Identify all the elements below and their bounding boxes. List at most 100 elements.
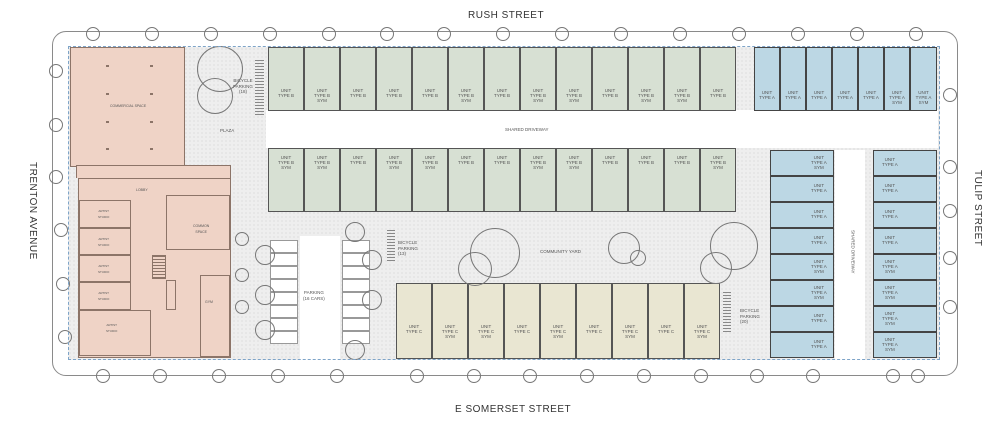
gym-label: GYM — [205, 300, 213, 304]
street-tree-icon — [212, 369, 226, 383]
unit-type-a: UNIT TYPE A SYM — [873, 332, 937, 358]
unit-type-b: UNIT TYPE B — [376, 47, 412, 111]
street-tree-icon — [580, 369, 594, 383]
artist-studio: ARTIST STUDIO — [79, 200, 131, 228]
unit-type-a: UNIT TYPE A SYM — [873, 280, 937, 306]
unit-type-a: UNIT TYPE A — [858, 47, 884, 111]
shared-driveway-main-label: SHARED DRIVEWAY — [505, 127, 549, 132]
unit-type-b: UNIT TYPE B — [484, 47, 520, 111]
commercial-space-label: COMMERCIAL SPACE — [110, 104, 147, 108]
street-tree-icon — [49, 170, 63, 184]
street-tree-icon — [271, 369, 285, 383]
street-label-west: TRENTON AVENUE — [27, 162, 38, 260]
commercial-building-upper — [70, 47, 185, 167]
street-tree-icon — [54, 223, 68, 237]
tree-icon — [608, 232, 640, 264]
tree-icon — [345, 222, 365, 242]
unit-type-a: UNIT TYPE A — [770, 306, 834, 332]
unit-type-b: UNIT TYPE B SYM — [556, 47, 592, 111]
unit-type-a: UNIT TYPE A — [806, 47, 832, 111]
tree-icon — [255, 285, 275, 305]
street-tree-icon — [523, 369, 537, 383]
bicycle-rack-east — [723, 292, 731, 332]
unit-type-c: UNIT TYPE C — [576, 283, 612, 359]
unit-type-a: UNIT TYPE A SYM — [770, 150, 834, 176]
tree-icon — [197, 78, 233, 114]
unit-type-b: UNIT TYPE B SYM — [268, 148, 304, 212]
unit-type-c: UNIT TYPE C SYM — [468, 283, 504, 359]
unit-type-b: UNIT TYPE B SYM — [376, 148, 412, 212]
street-tree-icon — [732, 27, 746, 41]
street-tree-icon — [96, 369, 110, 383]
street-tree-icon — [204, 27, 218, 41]
unit-type-a: UNIT TYPE A — [770, 228, 834, 254]
street-tree-icon — [614, 27, 628, 41]
tree-icon — [700, 252, 732, 284]
street-tree-icon — [56, 277, 70, 291]
unit-type-c: UNIT TYPE C — [504, 283, 540, 359]
bicycle-parking-east-label: BICYCLE PARKING (20) — [740, 308, 760, 324]
unit-type-a: UNIT TYPE A — [754, 47, 780, 111]
tree-icon — [458, 252, 492, 286]
unit-type-b: UNIT TYPE B — [340, 47, 376, 111]
parking-label: PARKING (16 CARS) — [303, 290, 325, 301]
street-tree-icon — [911, 369, 925, 383]
street-tree-icon — [943, 300, 957, 314]
unit-type-a: UNIT TYPE A — [780, 47, 806, 111]
unit-type-b: UNIT TYPE B SYM — [520, 47, 556, 111]
lobby-label: LOBBY — [136, 188, 148, 192]
street-tree-icon — [943, 88, 957, 102]
street-tree-icon — [496, 27, 510, 41]
unit-type-b: UNIT TYPE B — [592, 148, 628, 212]
unit-type-b: UNIT TYPE B — [592, 47, 628, 111]
street-tree-icon — [673, 27, 687, 41]
property-line — [68, 46, 940, 360]
street-tree-icon — [410, 369, 424, 383]
street-tree-icon — [791, 27, 805, 41]
unit-type-b: UNIT TYPE B — [412, 47, 448, 111]
street-tree-icon — [49, 64, 63, 78]
unit-type-a: UNIT TYPE A SYM — [770, 254, 834, 280]
street-tree-icon — [467, 369, 481, 383]
unit-type-b: UNIT TYPE B — [700, 47, 736, 111]
street-tree-icon — [145, 27, 159, 41]
bicycle-parking-yard-label: BICYCLE PARKING (13) — [398, 240, 418, 256]
street-tree-icon — [750, 369, 764, 383]
unit-type-a: UNIT TYPE A — [873, 150, 937, 176]
unit-type-a: UNIT TYPE A — [770, 176, 834, 202]
street-label-north: RUSH STREET — [468, 10, 545, 21]
street-tree-icon — [886, 369, 900, 383]
tree-icon — [362, 290, 382, 310]
street-tree-icon — [86, 27, 100, 41]
gym-room — [200, 275, 230, 357]
unit-type-a: UNIT TYPE A SYM — [873, 306, 937, 332]
shared-driveway-main — [266, 110, 938, 148]
unit-type-a: UNIT TYPE A — [770, 332, 834, 358]
parking-drive-lane — [300, 236, 340, 361]
street-tree-icon — [806, 369, 820, 383]
unit-type-c: UNIT TYPE C SYM — [540, 283, 576, 359]
tree-icon — [235, 232, 249, 246]
street-tree-icon — [49, 118, 63, 132]
street-label-east: TULIP STREET — [972, 170, 983, 247]
common-space-label: COMMON SPACE — [193, 224, 210, 234]
shared-driveway-east-label: SHARED DRIVEWAY — [850, 230, 856, 274]
tree-icon — [710, 222, 758, 270]
tree-icon — [235, 300, 249, 314]
unit-type-b: UNIT TYPE B SYM — [304, 148, 340, 212]
street-tree-icon — [555, 27, 569, 41]
street-tree-icon — [850, 27, 864, 41]
unit-type-c: UNIT TYPE C — [648, 283, 684, 359]
artist-studio: ARTIST STUDIO — [79, 310, 151, 356]
unit-type-b: UNIT TYPE B SYM — [556, 148, 592, 212]
stair-core — [152, 255, 166, 279]
unit-type-b: UNIT TYPE B — [340, 148, 376, 212]
community-yard-label: COMMUNITY YARD — [540, 249, 582, 254]
unit-type-a: UNIT TYPE A — [832, 47, 858, 111]
commercial-building-lower — [76, 165, 231, 178]
unit-type-b: UNIT TYPE B SYM — [700, 148, 736, 212]
unit-type-b: UNIT TYPE B SYM — [412, 148, 448, 212]
street-label-south: E SOMERSET STREET — [455, 404, 572, 415]
street-tree-icon — [330, 369, 344, 383]
unit-type-b: UNIT TYPE B — [268, 47, 304, 111]
